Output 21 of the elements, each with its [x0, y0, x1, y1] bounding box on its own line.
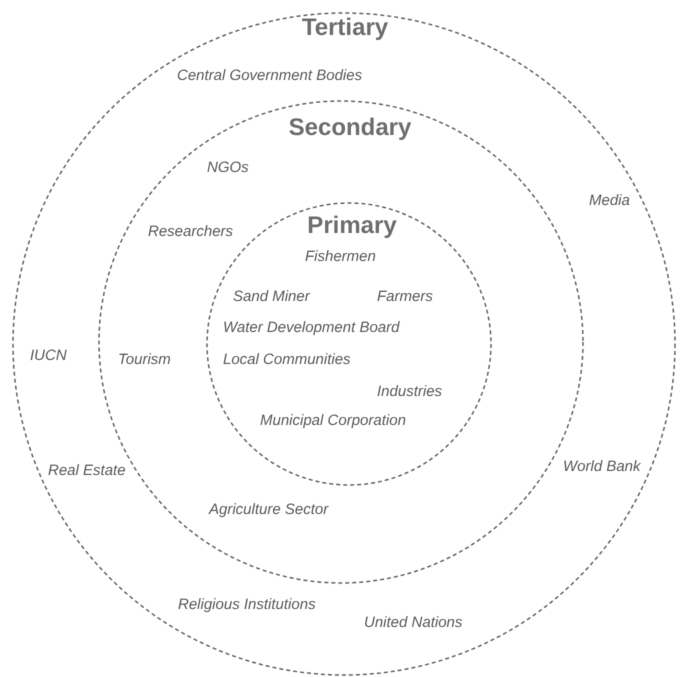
ring-heading: Tertiary	[302, 14, 388, 42]
stakeholder-label: NGOs	[207, 159, 249, 177]
stakeholder-label: Agriculture Sector	[209, 501, 328, 519]
stakeholder-label: Local Communities	[223, 351, 351, 369]
stakeholder-label: Fishermen	[305, 248, 376, 266]
stakeholder-label: Water Development Board	[223, 319, 400, 337]
stakeholder-label: Media	[589, 192, 630, 210]
stakeholder-label: World Bank	[563, 458, 641, 476]
ring-heading: Primary	[307, 212, 397, 240]
stakeholder-label: Researchers	[148, 223, 234, 241]
stakeholder-label: Religious Institutions	[178, 596, 316, 614]
stakeholder-label: IUCN	[30, 347, 67, 365]
stakeholder-label: Sand Miner	[233, 288, 310, 306]
stakeholder-label: Tourism	[118, 351, 171, 369]
stakeholder-label: Real Estate	[48, 462, 126, 480]
stakeholder-label: Central Government Bodies	[177, 67, 362, 85]
stakeholder-label: Municipal Corporation	[260, 412, 406, 430]
stakeholder-label: United Nations	[364, 614, 462, 632]
ring-heading: Secondary	[288, 114, 412, 142]
stakeholder-label: Industries	[377, 383, 442, 401]
stakeholder-label: Farmers	[377, 288, 433, 306]
